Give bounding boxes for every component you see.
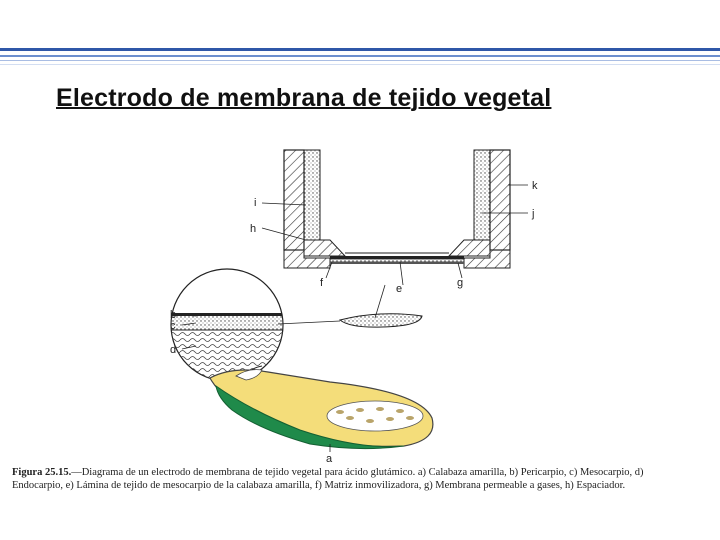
caption-text: —Diagrama de un electrodo de membrana de…	[12, 467, 644, 491]
figure-reference: Figura 25.15.	[12, 467, 71, 478]
right-inner-electrolyte	[474, 150, 490, 240]
pericarp-layer	[160, 313, 300, 316]
right-spacer	[449, 240, 490, 256]
yellow-squash	[210, 370, 433, 452]
figure-caption: Figura 25.15.—Diagrama de un electrodo d…	[12, 466, 672, 492]
immobilizing-matrix	[330, 259, 464, 262]
label-h: h	[250, 223, 256, 235]
right-outer-wall	[490, 150, 510, 250]
tissue-layer	[330, 256, 464, 259]
gas-permeable-membrane	[330, 262, 464, 264]
label-i: i	[254, 197, 256, 209]
left-inner-electrolyte	[304, 150, 320, 240]
electrode-body	[284, 150, 510, 268]
mesocarp-layer	[160, 316, 300, 330]
left-spacer	[304, 240, 345, 256]
label-c: c	[170, 320, 176, 332]
label-k: k	[532, 180, 538, 192]
tissue-slice	[340, 314, 422, 327]
label-f: f	[320, 277, 324, 289]
label-j: j	[531, 208, 534, 220]
label-g: g	[457, 277, 463, 289]
squash-seed-cavity	[327, 401, 423, 431]
label-d: d	[170, 344, 176, 356]
label-e: e	[396, 283, 402, 295]
label-a: a	[326, 453, 333, 465]
